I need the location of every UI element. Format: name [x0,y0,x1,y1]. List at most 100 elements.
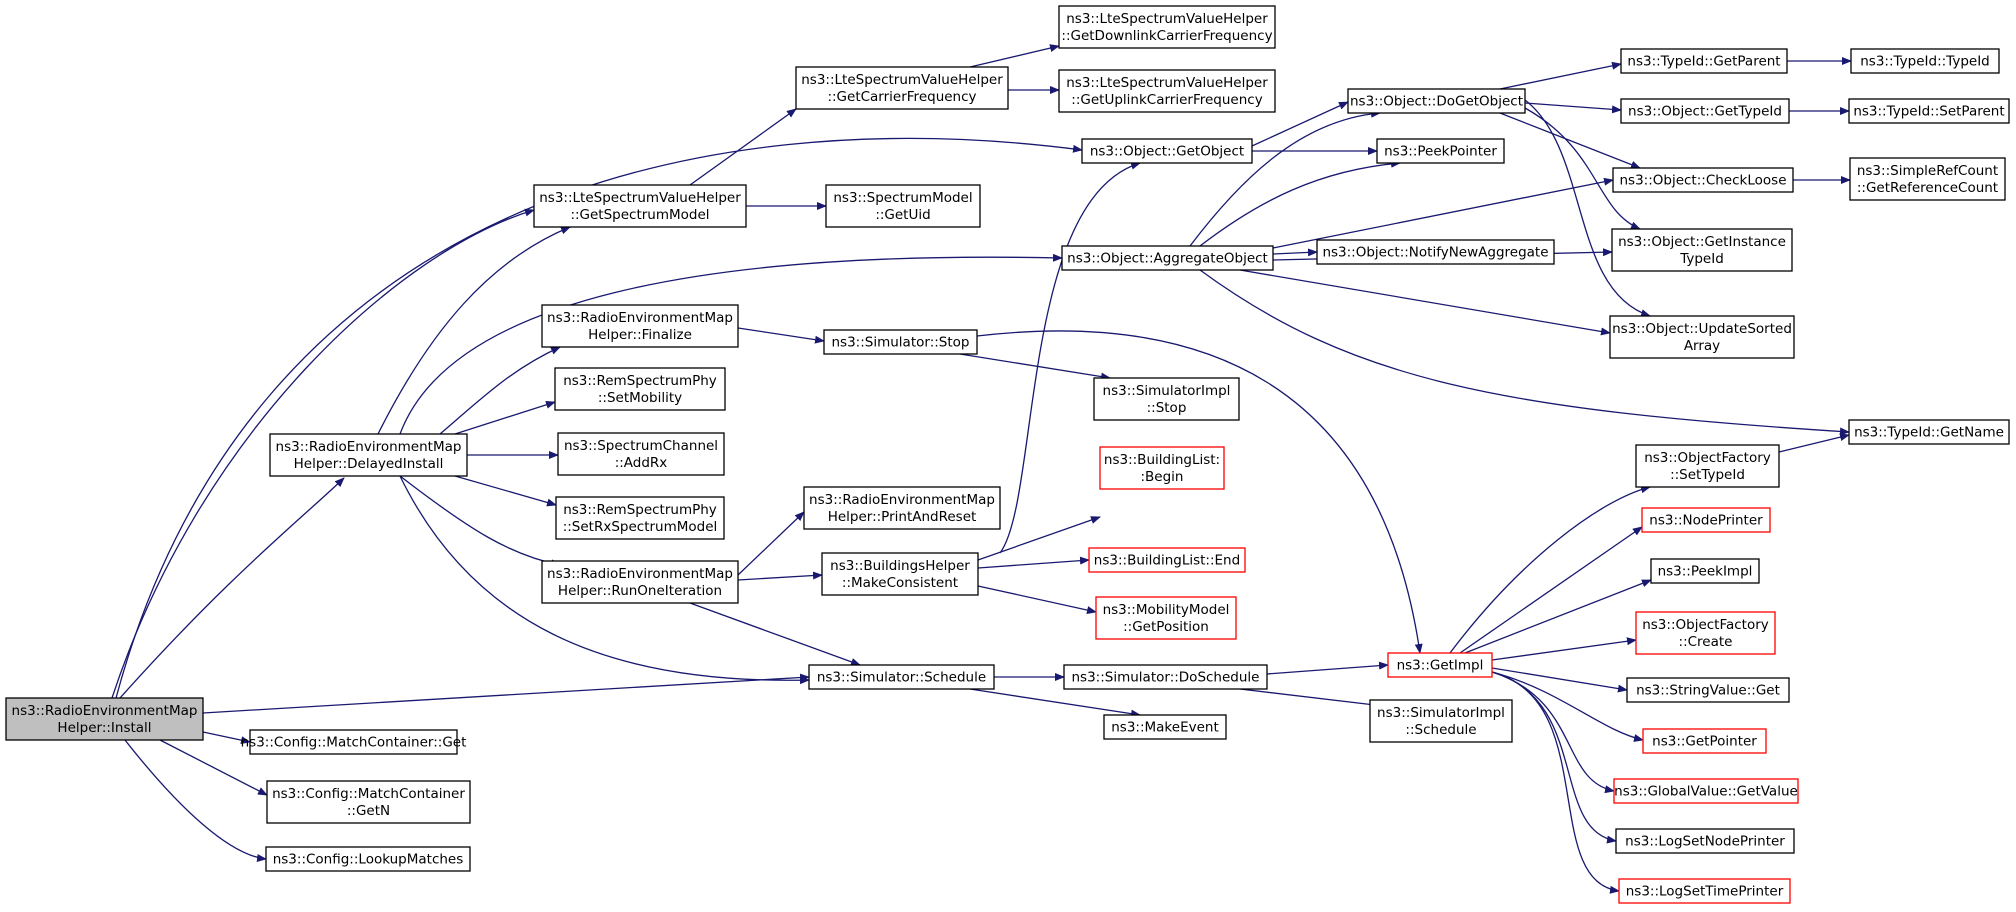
node-box [5,697,204,741]
node-lte_gdl[interactable]: ns3::LteSpectrumValueHelper::GetDownlink… [1058,5,1276,49]
node-label: ns3::LogSetTimePrinter [1626,884,1784,900]
node-label: ns3::Object::NotifyNewAggregate [1322,245,1548,261]
node-obj_check[interactable]: ns3::Object::CheckLoose [1612,167,1794,193]
node-label: Helper::Finalize [588,327,692,343]
node-lte_gsm[interactable]: ns3::LteSpectrumValueHelper::GetSpectrum… [533,184,747,228]
node-label: ns3::Config::MatchContainer::Get [241,735,467,751]
edge-obj_getobj-to-obj_dogetobj [1251,101,1349,147]
node-label: :Begin [1141,469,1184,485]
node-box [269,433,468,477]
node-rsp_rxsm[interactable]: ns3::RemSpectrumPhy::SetRxSpectrumModel [555,496,725,540]
node-sc_addrx[interactable]: ns3::SpectrumChannel::AddRx [557,432,725,476]
node-box [825,184,981,228]
node-simimpl_stop[interactable]: ns3::SimulatorImpl::Stop [1093,377,1240,421]
node-label: ::Schedule [1405,722,1476,738]
node-box [823,329,978,355]
node-obj_agg[interactable]: ns3::Object::AggregateObject [1061,245,1274,271]
edge-obj_dogetobj-to-obj_upd [1524,99,1651,318]
node-box [1850,48,2000,74]
node-label: ::Stop [1147,400,1187,416]
node-obj_gettid[interactable]: ns3::Object::GetTypeId [1620,98,1790,124]
node-box [541,560,739,604]
node-lte_gcf[interactable]: ns3::LteSpectrumValueHelper::GetCarrierF… [795,66,1009,110]
node-getimpl[interactable]: ns3::GetImpl [1387,652,1493,678]
node-sim_dosched[interactable]: ns3::Simulator::DoSchedule [1063,664,1268,690]
node-label: ns3::SpectrumModel [833,190,972,206]
node-tid_tid[interactable]: ns3::TypeId::TypeId [1850,48,2000,74]
node-label: ns3::SimulatorImpl [1377,705,1505,721]
node-box [1376,138,1505,164]
node-label: ns3::GetPointer [1652,734,1757,750]
node-box [1620,98,1790,124]
node-nodeprinter[interactable]: ns3::NodePrinter [1641,507,1771,533]
node-box [555,496,725,540]
node-delayed[interactable]: ns3::RadioEnvironmentMapHelper::DelayedI… [269,433,468,477]
node-sim_sched[interactable]: ns3::Simulator::Schedule [808,664,995,690]
edge-install-to-mc_get [202,731,251,745]
edge-sim_stop-to-getimpl [976,330,1423,654]
node-box [1609,315,1795,359]
node-box [1641,507,1771,533]
node-label: ::GetPosition [1123,619,1209,635]
node-getpointer[interactable]: ns3::GetPointer [1642,728,1767,754]
node-obj_getobj[interactable]: ns3::Object::GetObject [1081,138,1253,164]
edge-install-to-obj_getobj [115,137,1083,699]
node-obj_notify[interactable]: ns3::Object::NotifyNewAggregate [1316,239,1555,265]
edge-getimpl-to-of_create [1491,637,1637,661]
node-mm_pos[interactable]: ns3::MobilityModel::GetPosition [1095,596,1237,640]
node-label: ::GetSpectrumModel [570,207,709,223]
node-box [266,780,471,824]
node-label: ::AddRx [615,455,668,471]
node-mc_get[interactable]: ns3::Config::MatchContainer::Get [241,729,467,755]
node-bl_begin[interactable]: ns3::BuildingList::Begin [1099,446,1225,490]
edge-getimpl-to-peekimpl [1464,579,1652,654]
node-simimpl_sched[interactable]: ns3::SimulatorImpl::Schedule [1369,699,1513,743]
node-bl_end[interactable]: ns3::BuildingList::End [1088,547,1246,573]
edge-of_settid-to-tid_getname [1778,433,1850,453]
node-tid_parent[interactable]: ns3::TypeId::GetParent [1620,48,1788,74]
node-tid_setparent[interactable]: ns3::TypeId::SetParent [1848,98,2010,124]
node-box [265,846,471,872]
node-tid_getname[interactable]: ns3::TypeId::GetName [1848,419,2010,445]
node-log_time[interactable]: ns3::LogSetTimePrinter [1618,878,1791,904]
node-box [808,664,995,690]
node-rsp_mob[interactable]: ns3::RemSpectrumPhy::SetMobility [554,367,726,411]
node-sv_get[interactable]: ns3::StringValue::Get [1626,677,1790,703]
node-makeevent[interactable]: ns3::MakeEvent [1103,714,1227,740]
node-of_create[interactable]: ns3::ObjectFactory::Create [1635,611,1776,655]
node-rem_run[interactable]: ns3::RadioEnvironmentMapHelper::RunOneIt… [541,560,739,604]
node-peekptr[interactable]: ns3::PeekPointer [1376,138,1505,164]
edge-rem_run-to-sim_sched [689,602,861,666]
node-gv_getvalue[interactable]: ns3::GlobalValue::GetValue [1613,778,1799,804]
edge-obj_dogetobj-to-obj_gettid [1524,102,1622,114]
edge-delayed-to-rem_fin [439,346,561,435]
node-label: ::GetDownlinkCarrierFrequency [1061,28,1272,44]
node-box [1849,157,2006,201]
node-lookup[interactable]: ns3::Config::LookupMatches [265,846,471,872]
node-bh_mc[interactable]: ns3::BuildingsHelper::MakeConsistent [821,552,979,596]
node-box [554,367,726,411]
node-peekimpl[interactable]: ns3::PeekImpl [1650,558,1760,584]
edge-obj_agg-to-peekptr [1199,159,1401,247]
node-src_gref[interactable]: ns3::SimpleRefCount::GetReferenceCount [1849,157,2006,201]
node-box [1058,5,1276,49]
node-of_settid[interactable]: ns3::ObjectFactory::SetTypeId [1635,444,1780,488]
node-label: ::GetN [347,803,390,819]
edge-bh_mc-to-bl_end [977,556,1090,569]
node-log_node[interactable]: ns3::LogSetNodePrinter [1615,828,1795,854]
node-mc_getn[interactable]: ns3::Config::MatchContainer::GetN [266,780,471,824]
node-label: ns3::LogSetNodePrinter [1625,834,1785,850]
node-lte_gul[interactable]: ns3::LteSpectrumValueHelper::GetUplinkCa… [1058,69,1276,113]
node-sim_stop[interactable]: ns3::Simulator::Stop [823,329,978,355]
node-rem_print[interactable]: ns3::RadioEnvironmentMapHelper::PrintAnd… [803,486,1001,530]
node-label: ::SetMobility [598,390,682,406]
node-box [1618,878,1791,904]
node-label: ns3::Object::DoGetObject [1350,94,1523,110]
node-sm_uid[interactable]: ns3::SpectrumModel::GetUid [825,184,981,228]
edge-obj_agg-to-obj_notify [1272,248,1318,257]
node-obj_dogetobj[interactable]: ns3::Object::DoGetObject [1347,88,1526,114]
